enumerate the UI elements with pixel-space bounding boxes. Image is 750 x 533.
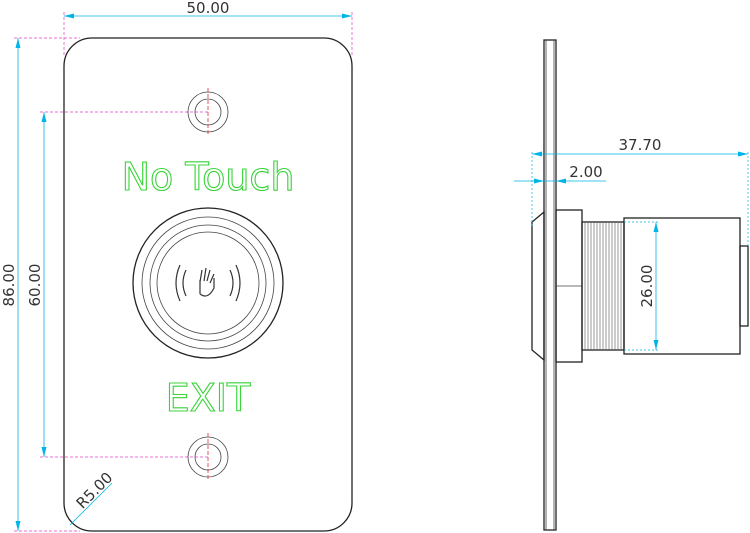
dim-plate-label: 2.00	[569, 163, 602, 181]
front-plate	[63, 37, 353, 532]
dim-height-label: 86.00	[0, 264, 18, 307]
sensor-ring-2	[141, 216, 275, 350]
dim-hole-spacing-label: 60.00	[26, 264, 44, 307]
arrow-depth-right	[738, 151, 748, 157]
label-exit: EXIT	[166, 376, 251, 420]
arrow-right	[342, 13, 352, 19]
arrow-diameter-down	[653, 340, 659, 350]
front-bezel	[531, 210, 545, 362]
arrow-plate-right	[556, 178, 566, 184]
dim-depth-label: 37.70	[619, 136, 662, 154]
arrow-hole-up	[41, 112, 47, 122]
hand-wave-icon	[175, 264, 241, 302]
dim-radius-label: R5.00	[73, 469, 117, 513]
arrow-down	[15, 521, 21, 531]
arrow-up	[15, 38, 21, 48]
sensor-outer-ring	[132, 207, 284, 359]
rear-cap	[739, 245, 749, 327]
arrow-plate-left	[534, 178, 544, 184]
arrow-diameter-up	[653, 222, 659, 232]
arrow-hole-down	[41, 447, 47, 457]
side-view: 37.70 2.00 26.00	[514, 39, 749, 531]
arrow-left	[64, 13, 74, 19]
thread-lines	[584, 222, 622, 350]
front-view: 50.00 86.00 60.00 No Touch EXIT	[0, 0, 353, 532]
dim-width-label: 50.00	[187, 0, 230, 17]
label-no-touch: No Touch	[122, 155, 295, 199]
sensor-face	[156, 231, 260, 335]
radius-leader	[69, 482, 113, 526]
sensor-ring-3	[149, 224, 267, 342]
dim-diameter-label: 26.00	[638, 265, 656, 308]
arrow-depth-left	[532, 151, 542, 157]
